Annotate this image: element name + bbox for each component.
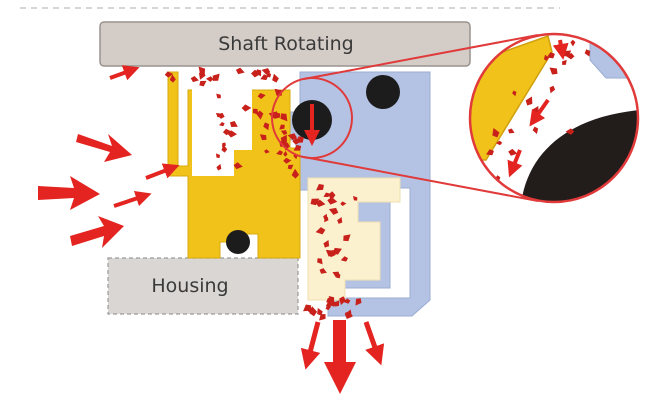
right-arrow-icon xyxy=(70,216,124,248)
o-ring-top xyxy=(366,75,400,109)
right-arrow-icon xyxy=(113,190,152,208)
zoom-arrow xyxy=(552,39,569,60)
housing: Housing xyxy=(107,257,299,315)
right-arrow-icon xyxy=(38,176,100,210)
zoom-blue-corner xyxy=(589,34,638,79)
particle xyxy=(270,72,280,84)
o-ring-bottom xyxy=(226,230,250,254)
right-arrow-icon xyxy=(76,134,132,162)
outflow-arrows xyxy=(300,320,385,394)
down-arrow-icon xyxy=(363,321,385,366)
magnifier-connector-bottom xyxy=(303,156,539,202)
shaft: Shaft Rotating xyxy=(99,21,471,67)
magnifier xyxy=(271,34,539,202)
shaft-label: Shaft Rotating xyxy=(218,33,354,55)
down-arrow-icon xyxy=(300,321,321,370)
shaft-body xyxy=(99,21,471,67)
zoom-arrow xyxy=(529,98,550,127)
zoom-arrow xyxy=(507,149,523,178)
right-arrow-icon xyxy=(109,65,140,81)
down-arrow-icon xyxy=(324,320,356,394)
magnifier-connector-top xyxy=(303,34,539,80)
yellow-channel xyxy=(184,74,252,176)
inflow-arrows xyxy=(38,65,180,248)
magnified-detail xyxy=(468,32,640,204)
zoom-o-ring xyxy=(520,110,638,202)
magnifier-zoom-circle xyxy=(468,32,640,204)
housing-body xyxy=(107,257,299,315)
right-arrow-icon xyxy=(145,163,180,180)
housing-label: Housing xyxy=(151,275,228,297)
